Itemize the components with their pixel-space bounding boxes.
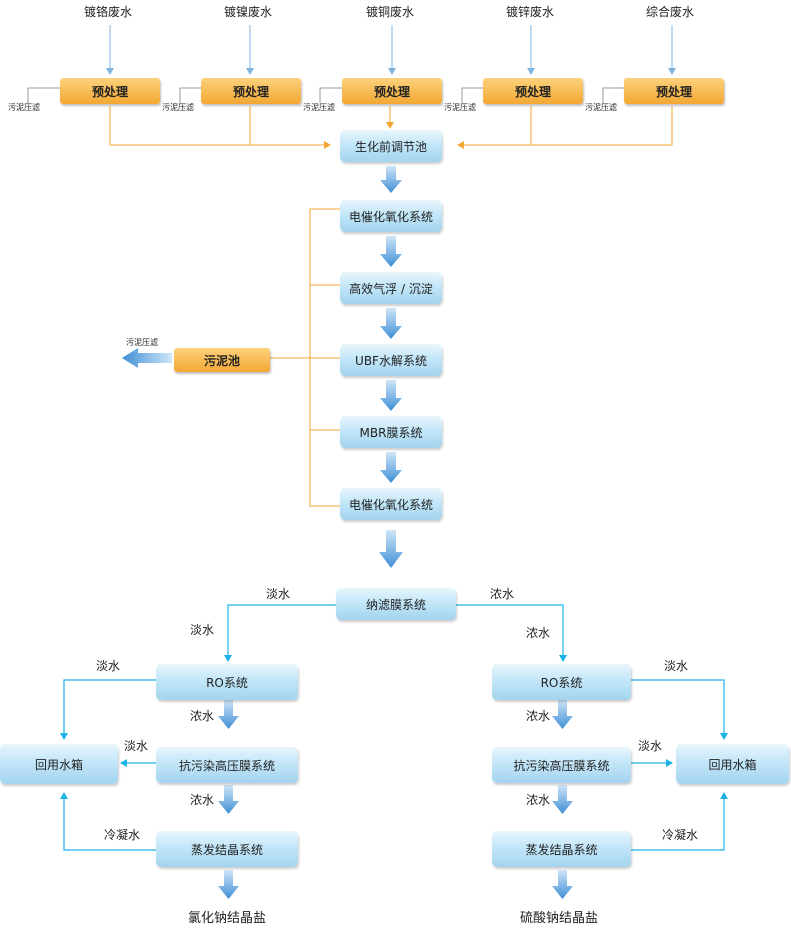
right-reuse-water-tank: 回用水箱 [676, 744, 789, 784]
sludge-return-lines [270, 208, 340, 507]
sludge-filter-label-1: 污泥压滤 [8, 103, 40, 112]
sludge-pool: 污泥池 [174, 348, 270, 372]
ubf-hydrolysis: UBF水解系统 [340, 344, 442, 376]
label-left-condensate: 冷凝水 [104, 828, 141, 842]
label-right-ro-concentrate: 浓水 [526, 709, 551, 723]
left-reuse-water-tank: 回用水箱 [0, 744, 118, 784]
source-label-copper: 镀铜废水 [366, 5, 415, 19]
collect-lines [109, 106, 673, 149]
left-ro-system: RO系统 [156, 664, 298, 700]
electrocatalytic-oxidation-2: 电催化氧化系统 [340, 488, 442, 520]
source-label-nickel: 镀镍废水 [224, 5, 273, 19]
nf-split-lines [224, 604, 567, 662]
label-left-membrane-concentrate: 浓水 [190, 793, 215, 807]
right-product-sodium-sulfate: 硫酸钠结晶盐 [520, 911, 599, 926]
label-left-ro-concentrate: 浓水 [190, 709, 215, 723]
pretreatment-box-3: 预处理 [342, 78, 442, 104]
label-concentrate-top-right: 浓水 [490, 587, 515, 601]
right-evaporation-crystallization: 蒸发结晶系统 [492, 831, 631, 867]
pretreatment-box-5: 预处理 [624, 78, 724, 104]
pretreatment-box-1: 预处理 [60, 78, 160, 104]
right-ro-system: RO系统 [492, 664, 631, 700]
label-concentrate-right-down: 浓水 [526, 626, 551, 640]
sludge-filter-label-3: 污泥压滤 [303, 103, 335, 112]
sludge-filter-label-2: 污泥压滤 [162, 103, 194, 112]
source-arrows [106, 25, 676, 75]
right-branch-lines [631, 679, 728, 851]
sludge-brackets [27, 87, 624, 103]
sludge-filter-label-4: 污泥压滤 [444, 103, 476, 112]
right-anti-fouling-membrane: 抗污染高压膜系统 [492, 747, 631, 783]
pretreatment-box-4: 预处理 [483, 78, 583, 104]
sludge-filter-label-5: 污泥压滤 [585, 103, 617, 112]
electrocatalytic-oxidation-1: 电催化氧化系统 [340, 200, 442, 232]
source-label-general: 综合废水 [646, 5, 695, 19]
left-product-sodium-chloride: 氯化钠结晶盐 [188, 911, 267, 926]
left-anti-fouling-membrane: 抗污染高压膜系统 [156, 747, 298, 783]
label-right-membrane-fresh: 淡水 [638, 739, 663, 753]
label-right-ro-fresh: 淡水 [664, 659, 689, 673]
left-branch-lines [60, 679, 156, 851]
left-evaporation-crystallization: 蒸发结晶系统 [156, 831, 298, 867]
mainline-arrows [122, 166, 403, 568]
label-left-ro-fresh: 淡水 [96, 659, 121, 673]
label-right-condensate: 冷凝水 [662, 828, 699, 842]
flotation-sedimentation: 高效气浮 / 沉淀 [340, 272, 442, 304]
label-left-membrane-fresh: 淡水 [124, 739, 149, 753]
source-label-chromium: 镀铬废水 [84, 5, 133, 19]
sludge-pool-filter-label: 污泥压滤 [126, 338, 158, 347]
label-fresh-water-left-down: 淡水 [190, 623, 215, 637]
label-right-membrane-concentrate: 浓水 [526, 793, 551, 807]
nanofiltration-system: 纳滤膜系统 [336, 588, 456, 620]
branch-arrows [218, 700, 573, 899]
pretreatment-box-2: 预处理 [201, 78, 301, 104]
source-label-zinc: 镀锌废水 [506, 5, 555, 19]
biochem-adjustment-tank: 生化前调节池 [340, 130, 442, 162]
mbr-membrane: MBR膜系统 [340, 416, 442, 448]
label-fresh-water-top-left: 淡水 [266, 587, 291, 601]
